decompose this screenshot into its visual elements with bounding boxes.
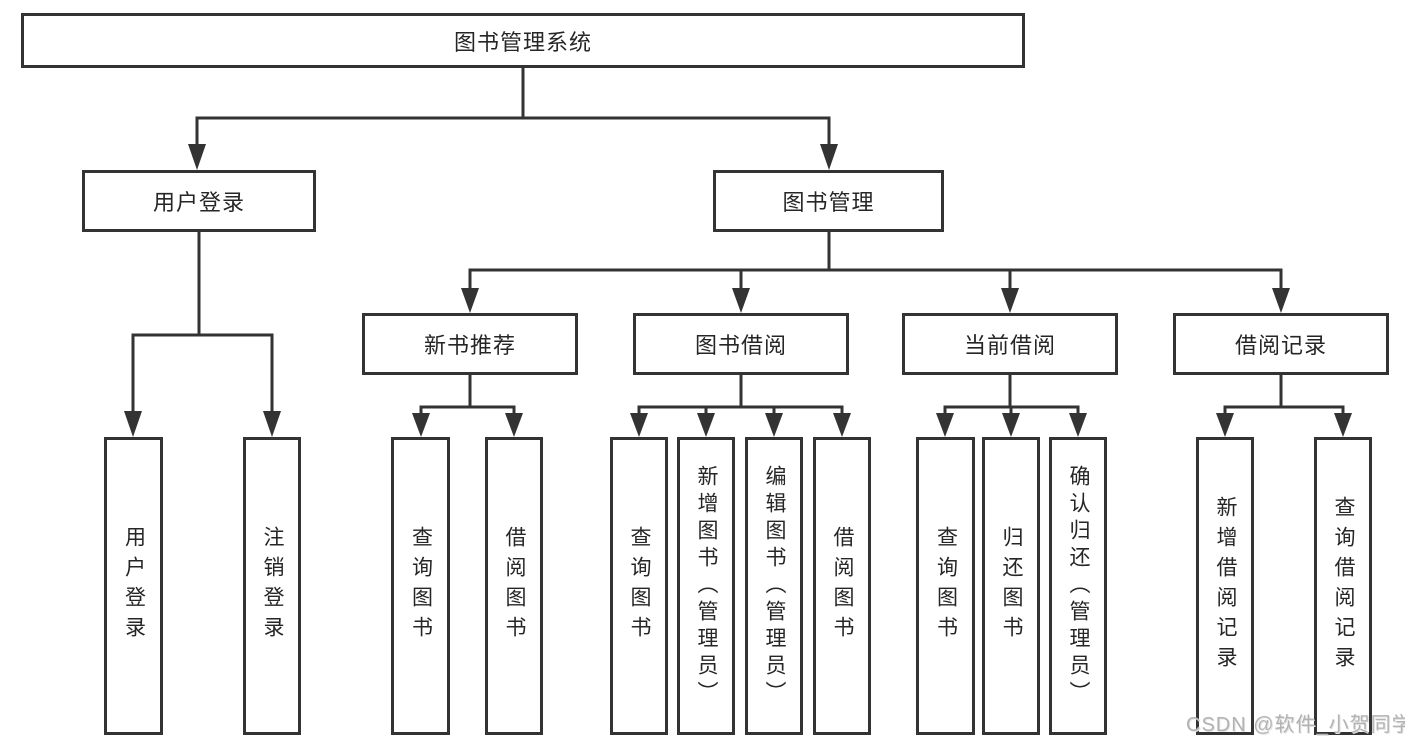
leaf-edit-books-admin: 编辑图书（管理员） xyxy=(745,437,803,735)
node-borrowing-records: 借阅记录 xyxy=(1173,313,1389,375)
node-new-book-recommend: 新书推荐 xyxy=(362,313,578,375)
leaf-logout: 注销登录 xyxy=(243,437,301,735)
leaf-user-login: 用户登录 xyxy=(104,437,163,735)
leaf-query-books-current: 查询图书 xyxy=(916,437,975,735)
connector-borrowing-records-children xyxy=(1216,373,1352,437)
node-root: 图书管理系统 xyxy=(21,13,1025,68)
leaf-query-books-recommend: 查询图书 xyxy=(391,437,450,735)
leaf-return-books: 归还图书 xyxy=(982,437,1040,735)
node-book-borrowing: 图书借阅 xyxy=(633,313,849,375)
connector-root-to-level2 xyxy=(188,66,838,170)
connector-user-login-children xyxy=(124,230,281,437)
connector-new-book-recommend-children xyxy=(412,373,523,437)
leaf-borrow-books-recommend: 借阅图书 xyxy=(485,437,543,735)
csdn-watermark: CSDN @软件_小贺同学 xyxy=(1186,714,1405,736)
connector-book-borrowing-children xyxy=(630,373,851,437)
connector-book-management-children xyxy=(461,230,1290,313)
connector-current-borrowing-children xyxy=(936,373,1087,437)
leaf-borrow-books-borrowing: 借阅图书 xyxy=(813,437,871,735)
node-book-management: 图书管理 xyxy=(713,170,944,232)
node-user-login: 用户登录 xyxy=(82,170,316,232)
leaf-query-books-borrowing: 查询图书 xyxy=(610,437,668,735)
leaf-confirm-return-admin: 确认归还（管理员） xyxy=(1049,437,1107,735)
leaf-add-borrow-record: 新增借阅记录 xyxy=(1196,437,1254,735)
node-current-borrowing: 当前借阅 xyxy=(902,313,1118,375)
leaf-add-books-admin: 新增图书（管理员） xyxy=(677,437,735,735)
leaf-query-borrow-record: 查询借阅记录 xyxy=(1314,437,1372,735)
